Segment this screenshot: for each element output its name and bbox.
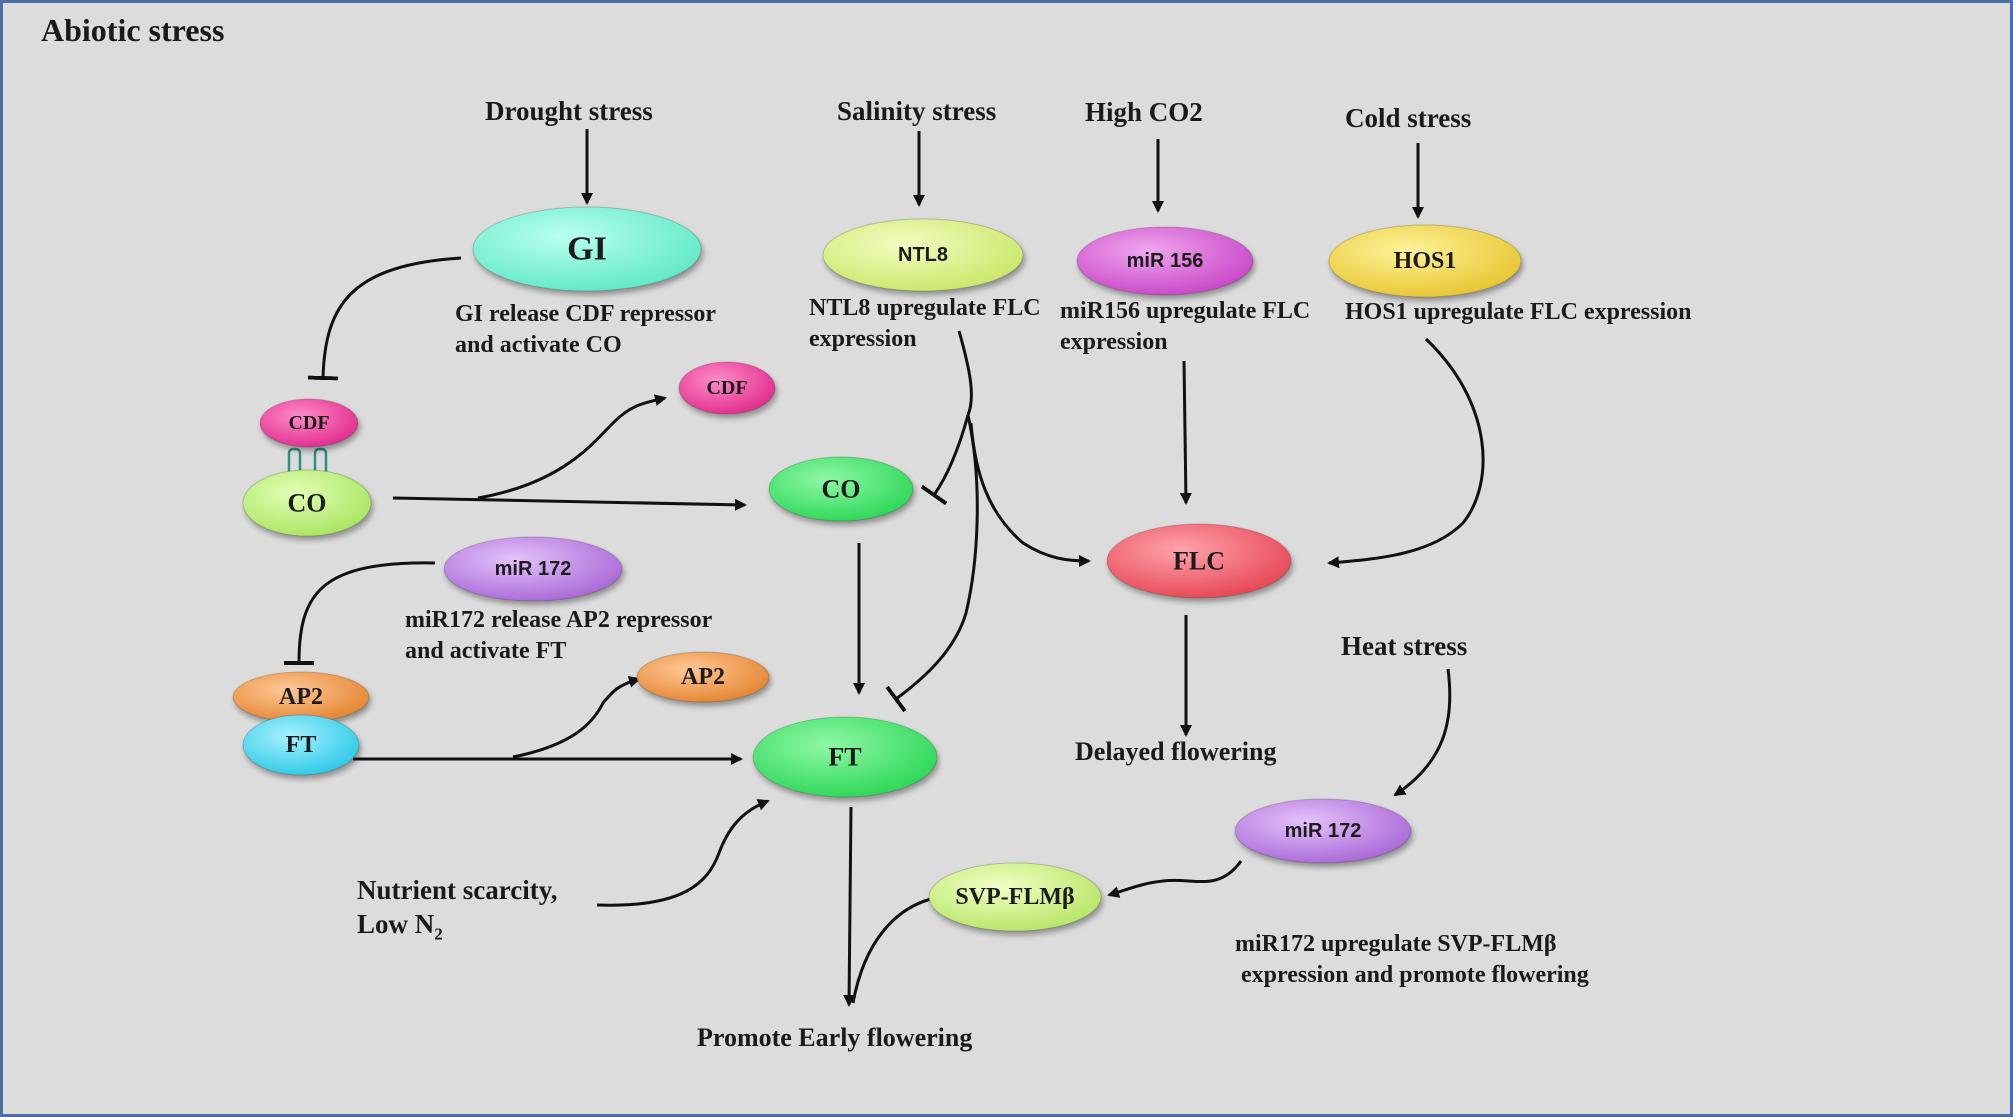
- node-hos1: HOS1: [1328, 224, 1522, 298]
- node-co-bound-shape: [242, 469, 372, 537]
- node-mir156: miR 156: [1076, 226, 1254, 296]
- node-gi-label: GI: [567, 231, 607, 268]
- node-co-bound: CO: [242, 469, 372, 537]
- node-hos1-label: HOS1: [1394, 248, 1457, 274]
- node-ntl8-label: NTL8: [898, 244, 948, 266]
- label-heat-stress: Heat stress: [1341, 631, 1468, 661]
- node-ntl8: NTL8: [822, 218, 1024, 292]
- page-title: Abiotic stress: [41, 12, 225, 48]
- node-gi-shape: [472, 206, 702, 292]
- label-high-co2: High CO2: [1085, 97, 1203, 127]
- inhibit-ntl8-to-co: [920, 414, 970, 506]
- node-ap2-bound-label: AP2: [279, 684, 323, 710]
- node-mir172-top: miR 172: [443, 536, 623, 602]
- node-mir172-heat: miR 172: [1234, 798, 1412, 864]
- label-nutrient-stress: Nutrient scarcity, Low N2: [357, 873, 557, 951]
- inhibit-mir172-to-ap2: [283, 561, 436, 666]
- node-mir172-heat-shape: [1234, 798, 1412, 864]
- node-ap2-free-shape: [636, 651, 770, 703]
- arrow-co-to-co-free: [392, 496, 747, 511]
- label-salinity-stress: Salinity stress: [837, 96, 997, 126]
- node-cdf-bound-shape: [259, 398, 359, 448]
- label-delayed-flowering: Delayed flowering: [1075, 737, 1277, 766]
- node-cdf-free-shape: [678, 361, 776, 415]
- node-ntl8-shape: [822, 218, 1024, 292]
- desc-hos1: HOS1 upregulate FLC expression: [1345, 299, 1692, 325]
- node-co-free-label: CO: [822, 475, 861, 504]
- arrow-mir156-to-flc: [1179, 360, 1192, 505]
- node-flc-label: FLC: [1173, 547, 1225, 576]
- arrow-ntl8-to-flc: [969, 422, 1091, 567]
- node-cdf-bound-label: CDF: [288, 412, 329, 434]
- node-svp-flm: SVP-FLMβ: [928, 862, 1102, 932]
- node-mir172-top-shape: [443, 536, 623, 602]
- arrow-ft-to-early: [843, 806, 856, 1007]
- node-co-free-shape: [768, 456, 914, 522]
- arrow-mir172-to-svp: [1107, 860, 1243, 898]
- node-flc-shape: [1106, 523, 1292, 599]
- node-ap2-bound: AP2: [232, 671, 370, 723]
- node-mir172-top-label: miR 172: [495, 558, 572, 580]
- node-ap2-free-label: AP2: [681, 664, 725, 690]
- node-co-bound-label: CO: [288, 489, 327, 518]
- arrow-svp-to-early: [851, 897, 932, 1004]
- node-ft-main-label: FT: [828, 743, 861, 772]
- node-ap2-free: AP2: [636, 651, 770, 703]
- label-early-flowering: Promote Early flowering: [697, 1023, 973, 1052]
- node-svp-flm-label: SVP-FLMβ: [955, 884, 1074, 910]
- label-drought-stress: Drought stress: [485, 96, 653, 126]
- node-ft-main-shape: [752, 716, 938, 798]
- node-ft-bound-label: FT: [286, 732, 317, 758]
- arrow-co-release-cdf: [477, 394, 667, 500]
- inhibit-ntl8-to-ft: [885, 414, 979, 713]
- arrow-nutrient-to-ft: [596, 799, 770, 907]
- nutrient-line-2: Low N2: [357, 909, 443, 944]
- node-cdf-bound: CDF: [259, 398, 359, 448]
- node-mir172-heat-label: miR 172: [1285, 820, 1362, 842]
- node-gi: GI: [472, 206, 702, 292]
- arrow-heat-to-mir172: [1393, 668, 1452, 797]
- label-cold-stress: Cold stress: [1345, 103, 1472, 133]
- node-mir156-shape: [1076, 226, 1254, 296]
- inhibit-gi-to-cdf: [307, 256, 462, 381]
- node-flc: FLC: [1106, 523, 1292, 599]
- node-mir156-label: miR 156: [1127, 250, 1204, 272]
- node-cdf-free: CDF: [678, 361, 776, 415]
- arrow-ft-release-ap2: [512, 675, 641, 759]
- node-co-free: CO: [768, 456, 914, 522]
- node-ft-bound: FT: [242, 714, 360, 776]
- node-ft-main: FT: [752, 716, 938, 798]
- line-ntl8-down: [957, 330, 973, 416]
- node-cdf-free-label: CDF: [706, 377, 747, 399]
- desc-mir172-heat: miR172 upregulate SVP-FLMβ expression an…: [1235, 931, 1589, 988]
- node-hos1-shape: [1328, 224, 1522, 298]
- node-svp-flm-shape: [928, 862, 1102, 932]
- arrow-hos1-to-flc: [1327, 337, 1485, 569]
- node-ft-bound-shape: [242, 714, 360, 776]
- nutrient-line-1: Nutrient scarcity,: [357, 875, 558, 905]
